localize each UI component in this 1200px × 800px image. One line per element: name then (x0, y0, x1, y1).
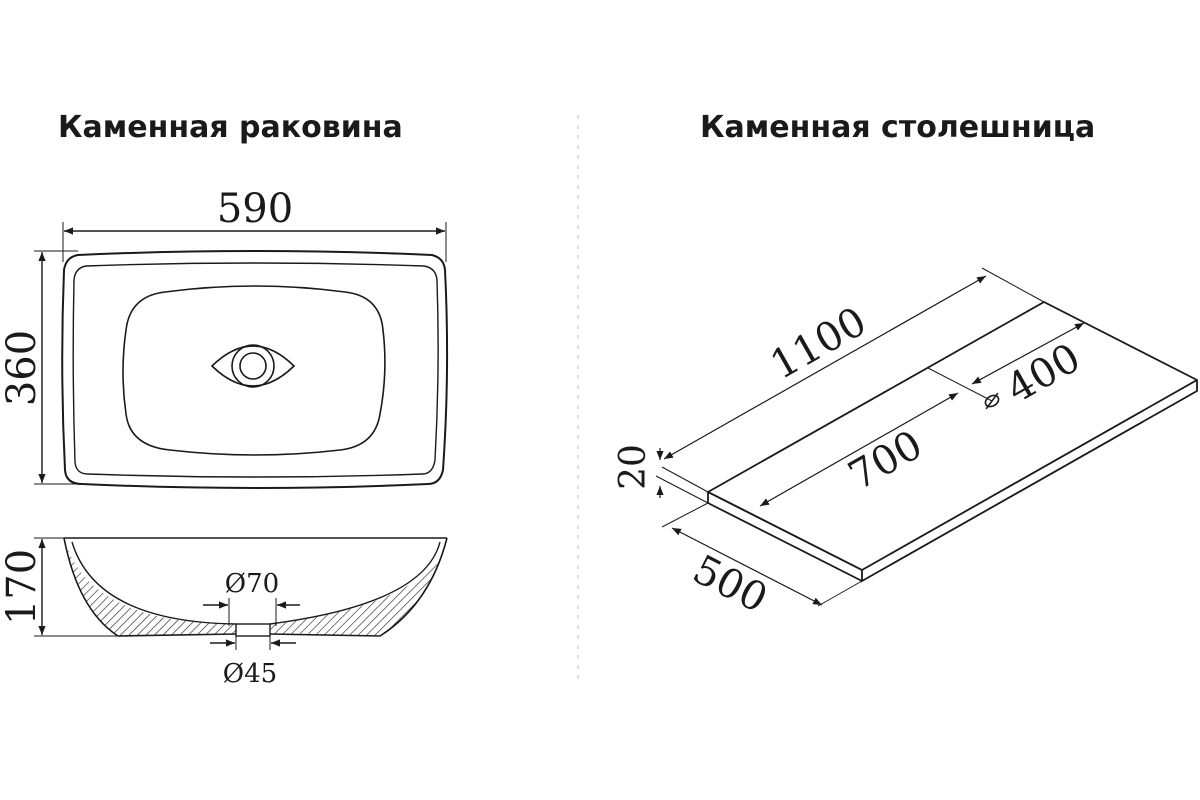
diameter-symbol-icon (984, 392, 1000, 410)
hole-offset-dimension: 700 (759, 367, 993, 507)
sink-width-dimension: 590 (62, 186, 447, 262)
countertop-width-label: 500 (685, 547, 774, 623)
drain-diameter-dimension: Ø45 (210, 634, 296, 689)
countertop-thickness-label: 20 (613, 444, 654, 490)
sink-width-label: 590 (217, 186, 293, 232)
outer-diameter-label: Ø70 (225, 569, 279, 599)
drain-diameter-label: Ø45 (223, 659, 277, 689)
sink-depth-label: 360 (0, 330, 45, 406)
sink-title: Каменная раковина (58, 110, 403, 145)
sink-top-view (61, 250, 449, 489)
countertop-length-label: 1100 (763, 299, 874, 389)
countertop-title: Каменная столешница (700, 110, 1096, 145)
hole-offset-label: 700 (841, 422, 930, 500)
sink-depth-dimension: 360 (0, 250, 78, 485)
sink-side-view (63, 537, 448, 637)
countertop-width-dimension: 500 (661, 502, 863, 623)
sink-height-label: 170 (0, 549, 45, 625)
hole-diameter-label: 400 (999, 335, 1088, 413)
outer-diameter-dimension: Ø70 (203, 569, 300, 626)
countertop-thickness-dimension: 20 (613, 444, 709, 504)
sink-height-dimension: 170 (0, 537, 118, 637)
